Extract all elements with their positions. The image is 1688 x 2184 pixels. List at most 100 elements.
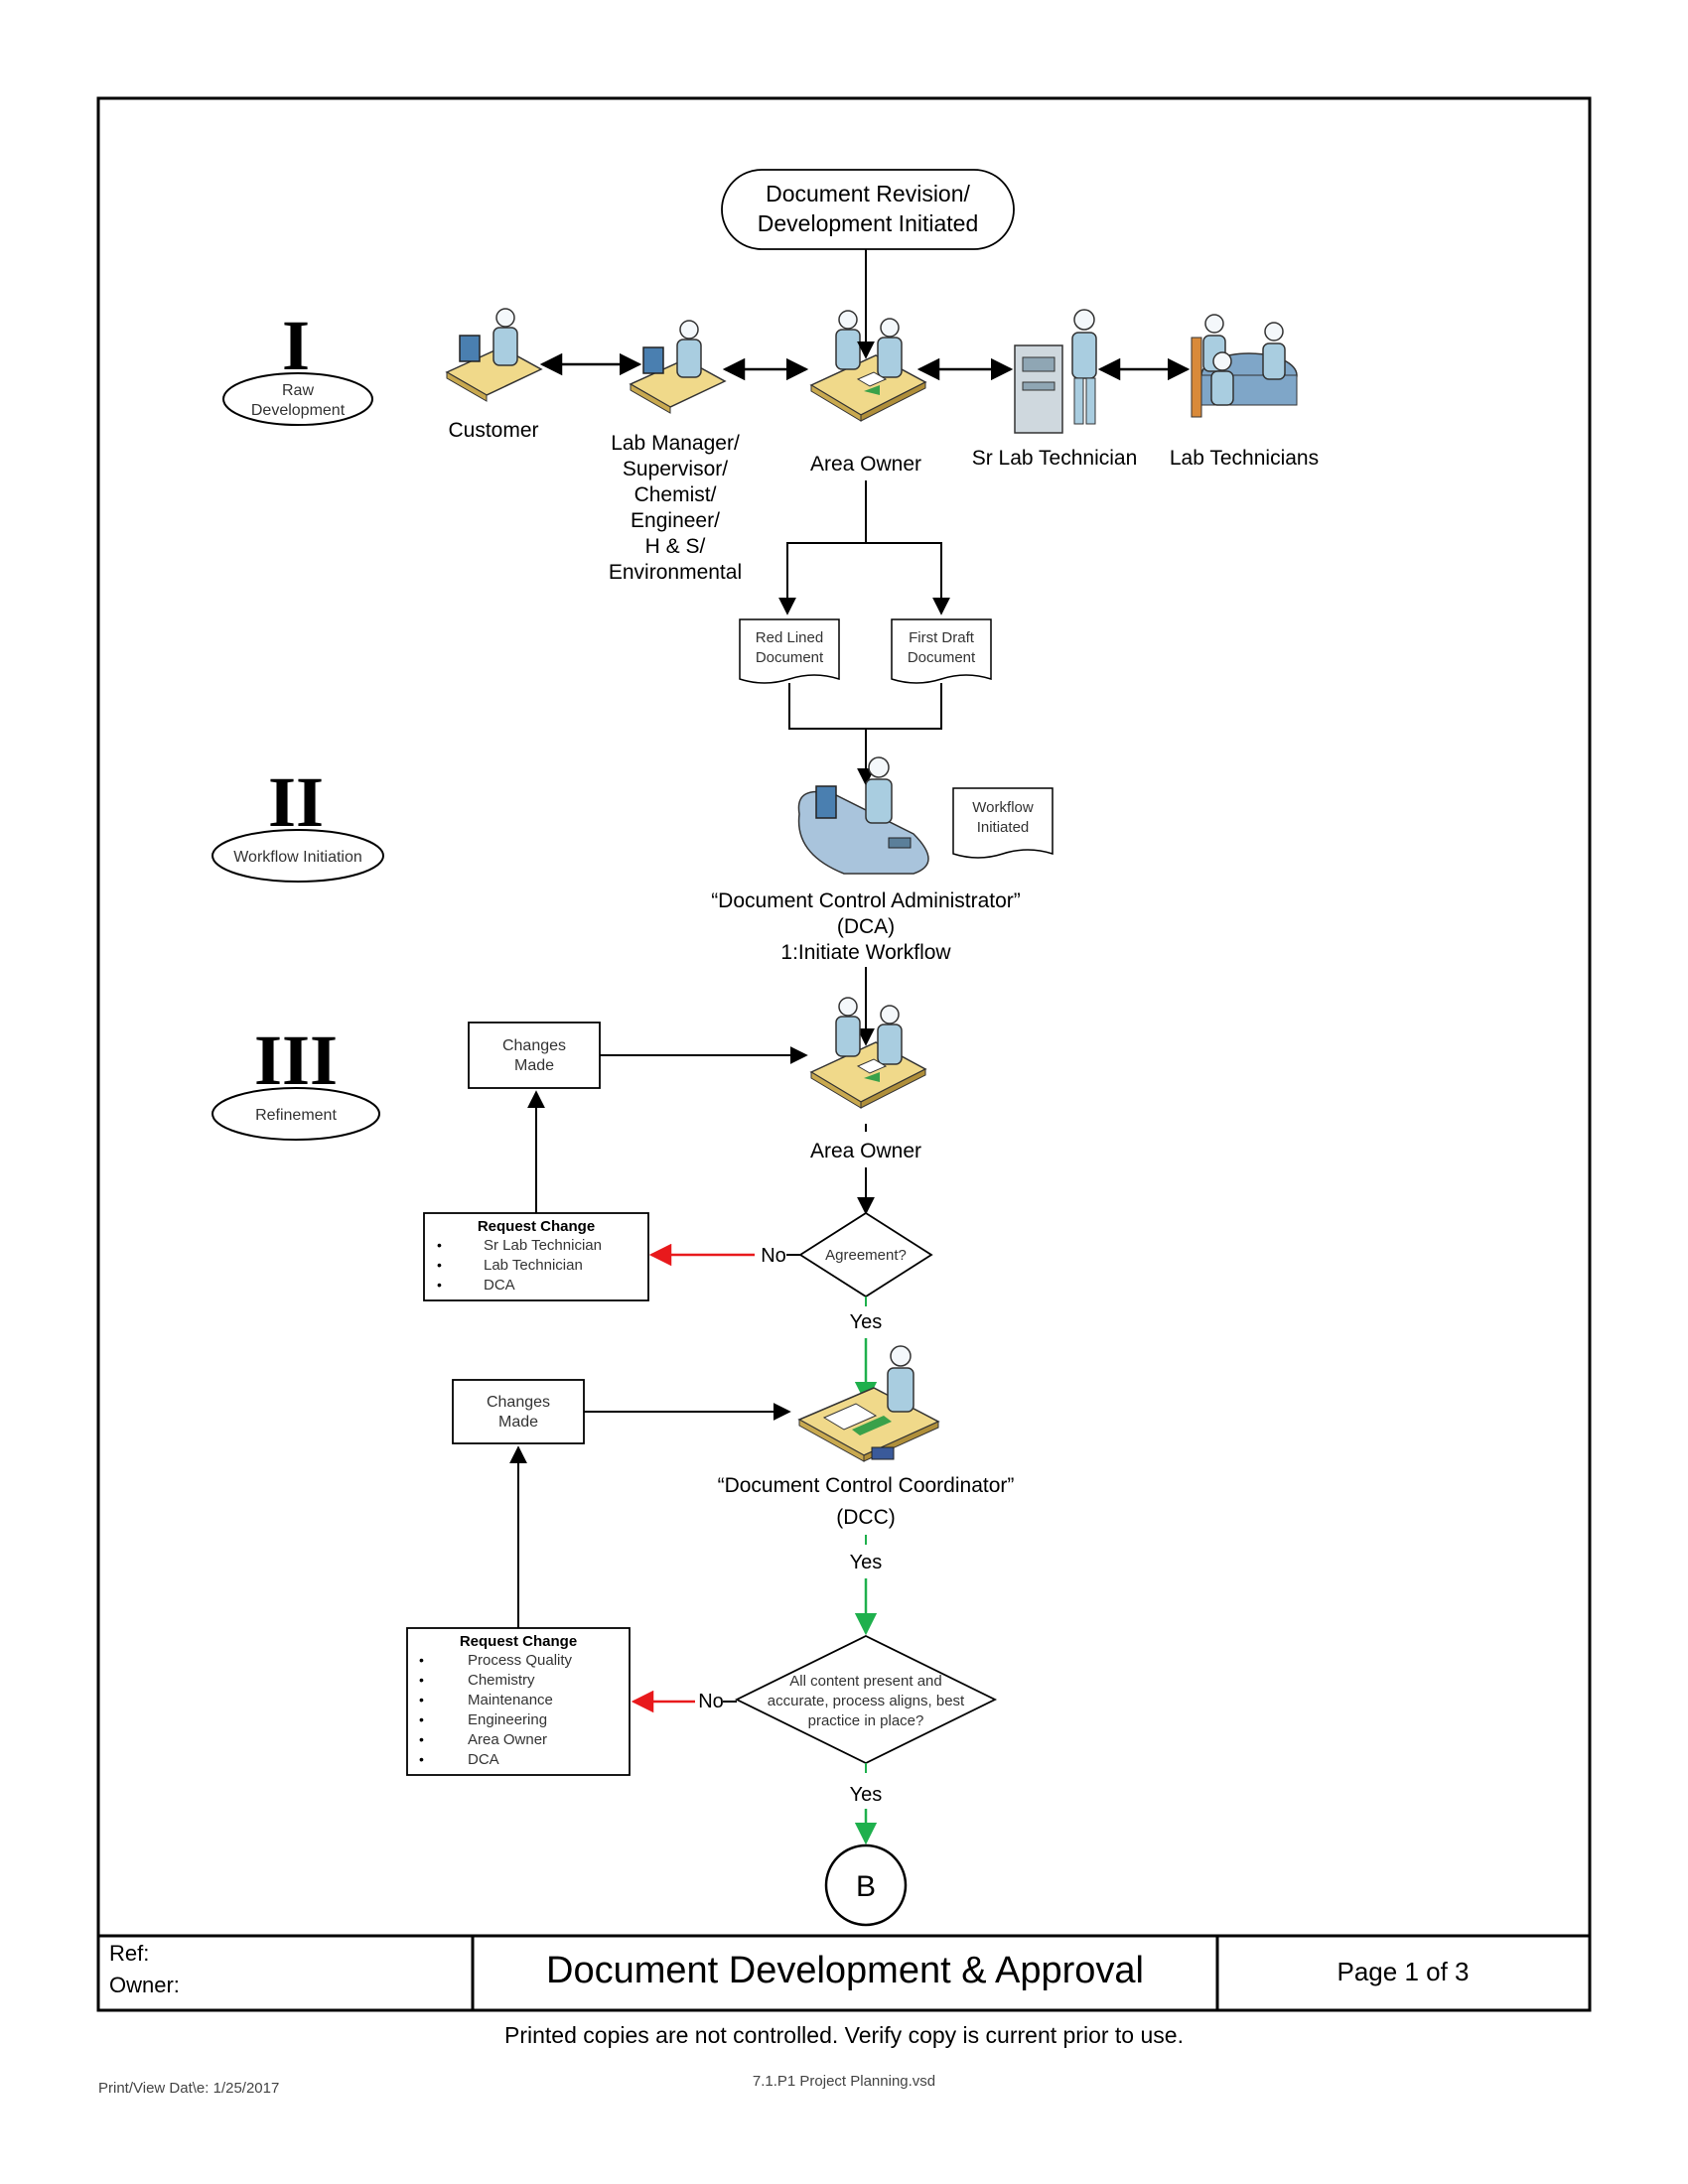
start-label: Development Initiated	[758, 210, 978, 236]
svg-text:Request Change: Request Change	[478, 1218, 595, 1235]
svg-text:•: •	[419, 1731, 424, 1747]
svg-text:H & S/: H & S/	[645, 535, 706, 558]
start-label: Document Revision/	[766, 181, 970, 206]
svg-text:Lab Manager/: Lab Manager/	[611, 432, 740, 455]
svg-text:•: •	[419, 1692, 424, 1707]
list-item: DCA	[468, 1751, 499, 1768]
svg-text:“Document Control Coordinator”: “Document Control Coordinator”	[718, 1474, 1015, 1497]
lab-technicians-label: Lab Technicians	[1170, 447, 1319, 470]
phase-2-marker: II Workflow Initiation	[211, 762, 384, 883]
request-change-list-2: • Process Quality • Chemistry • Maintena…	[419, 1652, 573, 1768]
list-item: Engineering	[468, 1711, 547, 1728]
svg-text:accurate, process aligns, best: accurate, process aligns, best	[768, 1693, 965, 1709]
dcc-label: “Document Control Coordinator” (DCC)	[718, 1474, 1015, 1529]
list-item: Process Quality	[468, 1652, 573, 1669]
svg-text:•: •	[437, 1257, 442, 1273]
red-lined-document: Red Lined Document	[739, 618, 840, 684]
phase-label: Raw	[282, 382, 314, 399]
svg-text:1:Initiate Workflow: 1:Initiate Workflow	[780, 941, 951, 964]
phase-numeral: III	[254, 1021, 338, 1100]
svg-text:Changes: Changes	[487, 1394, 550, 1411]
page-frame	[96, 96, 1592, 2012]
changes-made-box-2: Changes Made	[452, 1379, 585, 1444]
svg-text:Supervisor/: Supervisor/	[623, 458, 728, 480]
dcc-yes-label: Yes	[850, 1552, 883, 1573]
svg-text:(DCC): (DCC)	[836, 1506, 895, 1529]
content-no-label: No	[698, 1691, 724, 1712]
svg-text:Chemist/: Chemist/	[634, 483, 717, 506]
svg-text:B: B	[856, 1870, 876, 1903]
dcc-icon	[797, 1345, 940, 1462]
svg-text:“Document Control Administrato: “Document Control Administrator”	[711, 889, 1021, 912]
lab-manager-icon	[630, 320, 726, 414]
lab-manager-label: Lab Manager/ Supervisor/ Chemist/ Engine…	[609, 432, 742, 584]
agreement-decision: Agreement?	[798, 1211, 933, 1298]
start-terminal: Document Revision/ Development Initiated	[721, 169, 1015, 250]
dca-icon	[797, 756, 929, 875]
svg-text:Made: Made	[498, 1414, 538, 1431]
list-item: Maintenance	[468, 1692, 553, 1708]
svg-text:•: •	[419, 1711, 424, 1727]
customer-label: Customer	[448, 419, 538, 442]
phase-numeral: I	[282, 306, 310, 385]
lab-technicians-icon	[1191, 314, 1298, 418]
customer-icon	[446, 308, 542, 402]
document-title: Document Development & Approval	[546, 1950, 1144, 1991]
list-item: Chemistry	[468, 1672, 535, 1689]
request-change-box-1: Request Change • Sr Lab Technician • Lab…	[423, 1212, 649, 1301]
svg-text:Changes: Changes	[502, 1037, 566, 1054]
area-owner-icon	[810, 310, 926, 422]
file-name: 7.1.P1 Project Planning.vsd	[753, 2073, 935, 2090]
agreement-no-label: No	[761, 1245, 786, 1267]
area-owner-2-label: Area Owner	[810, 1140, 921, 1162]
sr-lab-technician-label: Sr Lab Technician	[972, 447, 1138, 470]
svg-text:Document: Document	[756, 649, 824, 666]
owner-label: Owner:	[109, 1973, 180, 1997]
content-decision: All content present and accurate, proces…	[734, 1634, 998, 1765]
list-item: Sr Lab Technician	[484, 1237, 602, 1254]
svg-text:Initiated: Initiated	[977, 819, 1030, 836]
dca-label: “Document Control Administrator” (DCA) 1…	[711, 889, 1021, 964]
agreement-yes-label: Yes	[850, 1311, 883, 1333]
page-number: Page 1 of 3	[1337, 1957, 1470, 1986]
control-notice: Printed copies are not controlled. Verif…	[504, 2022, 1184, 2048]
phase-numeral: II	[268, 762, 324, 842]
svg-text:Engineer/: Engineer/	[631, 509, 720, 532]
svg-text:Document: Document	[908, 649, 976, 666]
request-change-box-2: Request Change • Process Quality • Chemi…	[406, 1627, 631, 1776]
documents-merge-line	[788, 683, 942, 730]
svg-text:(DCA): (DCA)	[837, 915, 895, 938]
area-owner-to-redlined-arrow	[778, 480, 867, 615]
phase-label: Refinement	[255, 1107, 337, 1124]
svg-text:•: •	[419, 1652, 424, 1668]
print-date: Print/View Dat\e: 1/25/2017	[98, 2080, 279, 2097]
svg-text:Made: Made	[514, 1057, 554, 1074]
list-item: Area Owner	[468, 1731, 547, 1748]
svg-text:practice in place?: practice in place?	[808, 1712, 924, 1729]
svg-text:•: •	[419, 1672, 424, 1688]
svg-text:All content present and: All content present and	[789, 1673, 941, 1690]
area-owner-2-icon	[810, 997, 926, 1109]
svg-text:Request Change: Request Change	[460, 1633, 577, 1650]
first-draft-document: First Draft Document	[891, 618, 992, 684]
area-owner-label: Area Owner	[810, 453, 921, 476]
svg-text:Environmental: Environmental	[609, 561, 742, 584]
connector-b: B	[824, 1843, 908, 1927]
content-yes-label: Yes	[850, 1784, 883, 1806]
request-change-list-1: • Sr Lab Technician • Lab Technician • D…	[437, 1237, 602, 1294]
area-owner-to-draft-arrow	[866, 542, 950, 615]
list-item: DCA	[484, 1277, 515, 1294]
list-item: Lab Technician	[484, 1257, 583, 1274]
sr-lab-technician-icon	[1014, 309, 1097, 434]
phase-label: Workflow Initiation	[233, 849, 362, 866]
workflow-initiated-document: Workflow Initiated	[952, 787, 1054, 859]
changes-made-box-1: Changes Made	[468, 1022, 601, 1089]
svg-text:Workflow: Workflow	[972, 799, 1034, 816]
svg-text:•: •	[437, 1277, 442, 1293]
svg-text:First Draft: First Draft	[909, 629, 975, 646]
svg-text:Red Lined: Red Lined	[756, 629, 823, 646]
phase-3-marker: III Refinement	[211, 1021, 380, 1141]
phase-1-marker: I Raw Development	[222, 306, 373, 426]
svg-text:Agreement?: Agreement?	[825, 1247, 907, 1264]
